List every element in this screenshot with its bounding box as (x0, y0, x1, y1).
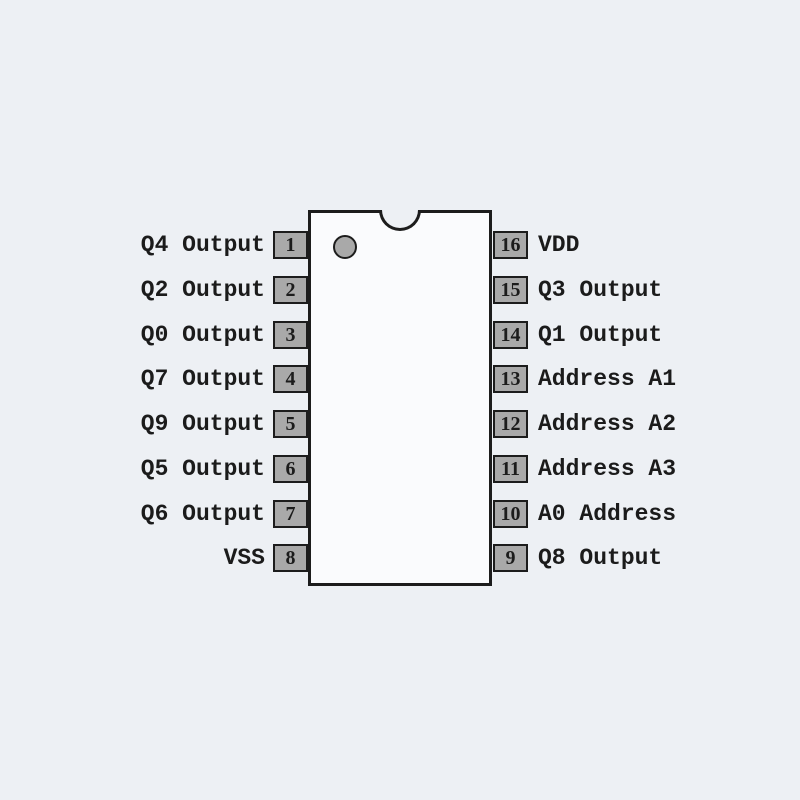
pin-number-box: 16 (493, 231, 528, 259)
pin-label: VSS (223, 545, 265, 571)
pin-number-box: 4 (273, 365, 308, 393)
pin-label: Q1 Output (538, 322, 663, 348)
pin-row-10: 10 A0 Address (493, 500, 676, 528)
pin-row-5: Q9 Output 5 (0, 410, 308, 438)
pin1-indicator-icon (333, 235, 357, 259)
pin-row-6: Q5 Output 6 (0, 455, 308, 483)
pin-number-box: 2 (273, 276, 308, 304)
pin-number-box: 14 (493, 321, 528, 349)
pin-row-15: 15 Q3 Output (493, 276, 662, 304)
pin-row-13: 13 Address A1 (493, 365, 676, 393)
pin-number-box: 15 (493, 276, 528, 304)
pin-label: Address A3 (538, 456, 677, 482)
pin-label: VDD (538, 232, 580, 258)
pin-number-box: 1 (273, 231, 308, 259)
pin-row-2: Q2 Output 2 (0, 276, 308, 304)
pin-row-4: Q7 Output 4 (0, 365, 308, 393)
pin-row-7: Q6 Output 7 (0, 500, 308, 528)
pin-label: Q2 Output (140, 277, 265, 303)
pin-label: Q4 Output (140, 232, 265, 258)
pin-number-box: 7 (273, 500, 308, 528)
pin-number-box: 11 (493, 455, 528, 483)
pin-number-box: 12 (493, 410, 528, 438)
pin-number-box: 5 (273, 410, 308, 438)
pin-number-box: 9 (493, 544, 528, 572)
ic-body (308, 210, 492, 586)
pin-label: Q3 Output (538, 277, 663, 303)
pin-row-1: Q4 Output 1 (0, 231, 308, 259)
pin-number-box: 13 (493, 365, 528, 393)
pin-label: Q0 Output (140, 322, 265, 348)
pin-row-11: 11 Address A3 (493, 455, 676, 483)
pin-label: Q5 Output (140, 456, 265, 482)
pin-label: Address A1 (538, 366, 677, 392)
pin-label: Q8 Output (538, 545, 663, 571)
orientation-notch-icon (379, 210, 421, 231)
pin-label: Q7 Output (140, 366, 265, 392)
pin-row-16: 16 VDD (493, 231, 579, 259)
pin-label: A0 Address (538, 501, 677, 527)
pin-number-box: 10 (493, 500, 528, 528)
pin-row-9: 9 Q8 Output (493, 544, 662, 572)
pin-number-box: 3 (273, 321, 308, 349)
pin-row-8: VSS 8 (0, 544, 308, 572)
pin-number-box: 8 (273, 544, 308, 572)
pin-row-14: 14 Q1 Output (493, 321, 662, 349)
pin-row-3: Q0 Output 3 (0, 321, 308, 349)
pin-label: Q6 Output (140, 501, 265, 527)
pin-label: Q9 Output (140, 411, 265, 437)
pin-row-12: 12 Address A2 (493, 410, 676, 438)
pin-label: Address A2 (538, 411, 677, 437)
pin-number-box: 6 (273, 455, 308, 483)
